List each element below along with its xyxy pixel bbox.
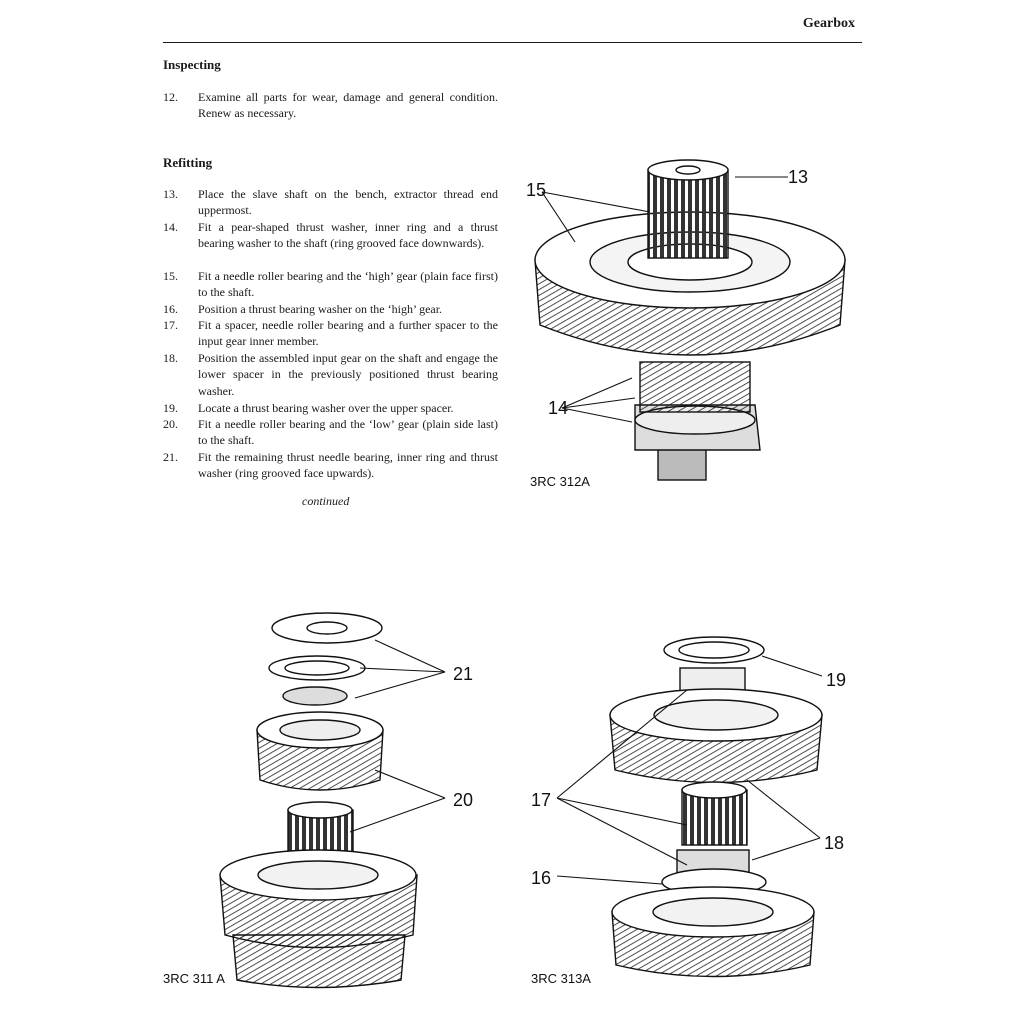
- step-21: 21. Fit the remaining thrust needle bear…: [163, 449, 498, 482]
- callout-21: 21: [453, 664, 473, 684]
- heading-refitting: Refitting: [163, 155, 213, 170]
- step-number: 18.: [163, 351, 178, 365]
- figure-code: 3RC 311 A: [163, 971, 225, 986]
- step-16: 16. Position a thrust bearing washer on …: [163, 301, 498, 317]
- callout-14: 14: [548, 398, 568, 418]
- step-text: Locate a thrust bearing washer over the …: [198, 401, 454, 415]
- step-text: Fit a spacer, needle roller bearing and …: [198, 318, 498, 349]
- step-number: 15.: [163, 269, 178, 283]
- step-number: 20.: [163, 417, 178, 431]
- callout-18: 18: [824, 833, 844, 853]
- step-number: 13.: [163, 187, 178, 201]
- step-number: 16.: [163, 302, 178, 316]
- callout-16: 16: [531, 868, 551, 888]
- step-number: 19.: [163, 401, 178, 415]
- step-text: Fit a pear-shaped thrust washer, inner r…: [198, 220, 498, 251]
- heading-inspecting: Inspecting: [163, 57, 221, 72]
- figure-3rc-313a: 19 17 18 16 3RC 313A: [531, 636, 846, 986]
- step-17: 17. Fit a spacer, needle roller bearing …: [163, 317, 498, 350]
- leader-lines: [556, 655, 823, 885]
- exploded-gear-illustration: [219, 612, 418, 989]
- step-number: 21.: [163, 450, 178, 464]
- step-text: Position a thrust bearing washer on the …: [198, 302, 443, 316]
- step-15: 15. Fit a needle roller bearing and the …: [163, 268, 498, 301]
- step-text: Fit the remaining thrust needle bearing,…: [198, 450, 498, 481]
- step-number: 14.: [163, 220, 178, 234]
- exploded-gear-illustration: [609, 636, 823, 978]
- step-text: Examine all parts for wear, damage and g…: [198, 90, 498, 121]
- step-number: 17.: [163, 318, 178, 332]
- leader-lines: [349, 639, 446, 833]
- step-18: 18. Position the assembled input gear on…: [163, 350, 498, 399]
- step-text: Fit a needle roller bearing and the ‘low…: [198, 417, 498, 448]
- callout-20: 20: [453, 790, 473, 810]
- callout-13: 13: [788, 167, 808, 187]
- header-rule: [163, 42, 862, 43]
- step-text: Fit a needle roller bearing and the ‘hig…: [198, 269, 498, 300]
- step-14: 14. Fit a pear-shaped thrust washer, inn…: [163, 219, 498, 252]
- step-text: Place the slave shaft on the bench, extr…: [198, 187, 498, 218]
- callout-15: 15: [526, 180, 546, 200]
- figure-3rc-311a: 21 20 3RC 311 A: [163, 612, 473, 989]
- step-12: 12. Examine all parts for wear, damage a…: [163, 89, 498, 122]
- continued-note: continued: [302, 494, 350, 508]
- figure-code: 3RC 313A: [531, 971, 591, 986]
- step-20: 20. Fit a needle roller bearing and the …: [163, 416, 498, 449]
- figure-3rc-312a: 13 15 14 3RC 312A: [526, 159, 846, 489]
- callout-17: 17: [531, 790, 551, 810]
- step-text: Position the assembled input gear on the…: [198, 351, 498, 398]
- step-19: 19. Locate a thrust bearing washer over …: [163, 400, 498, 416]
- step-number: 12.: [163, 90, 178, 104]
- section-title: Gearbox: [802, 16, 855, 31]
- gear-assembly-illustration: [534, 159, 846, 481]
- step-13: 13. Place the slave shaft on the bench, …: [163, 186, 498, 219]
- leader-lines: [541, 176, 788, 423]
- figure-code: 3RC 312A: [530, 474, 590, 489]
- callout-19: 19: [826, 670, 846, 690]
